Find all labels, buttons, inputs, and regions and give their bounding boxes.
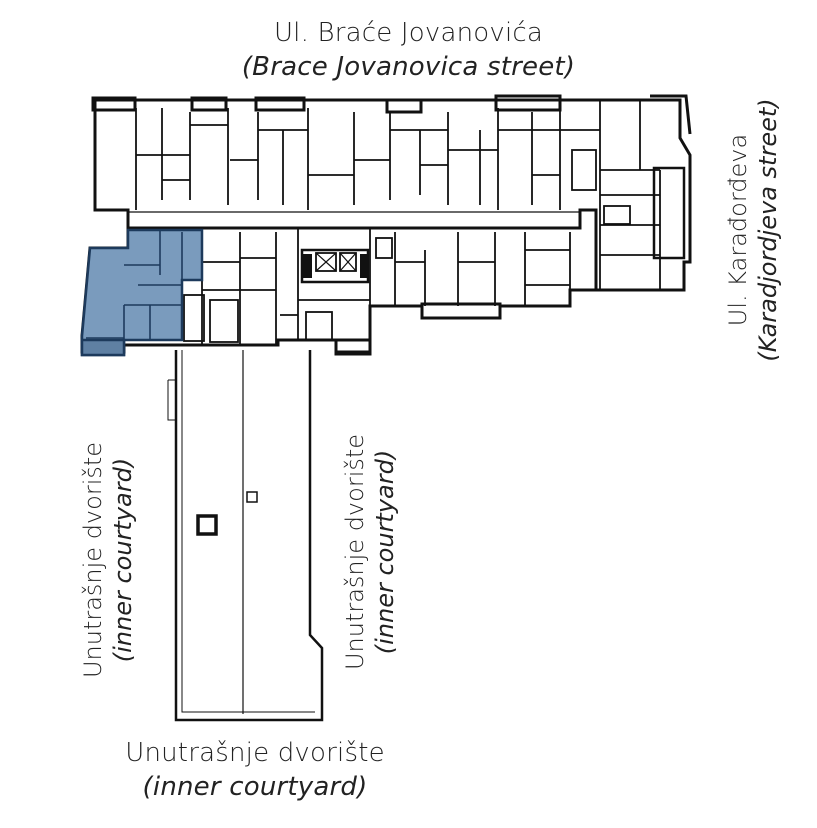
- bay-window: [190, 96, 228, 112]
- courtyard-column: [196, 514, 218, 536]
- bay-window: [254, 96, 306, 112]
- bay-window: [385, 98, 423, 114]
- courtyard-bottom-name: Unutrašnje dvorište: [125, 738, 385, 768]
- north-wing-partitions: [135, 100, 686, 290]
- elevator-core: [300, 248, 370, 284]
- balcony: [420, 302, 502, 320]
- north-street-translation: (Brace Jovanovica street): [241, 52, 576, 82]
- courtyard-outline: [174, 350, 324, 722]
- bay-window: [91, 96, 137, 112]
- balcony: [334, 338, 372, 356]
- courtyard-column-small: [246, 491, 258, 503]
- south-wing-partitions: [183, 228, 571, 345]
- bay-window: [494, 94, 562, 112]
- highlighted-apartment: [80, 228, 204, 357]
- north-street-name: Ul. Braće Jovanovića: [273, 18, 544, 48]
- courtyard-bottom-translation: (inner courtyard): [142, 772, 368, 802]
